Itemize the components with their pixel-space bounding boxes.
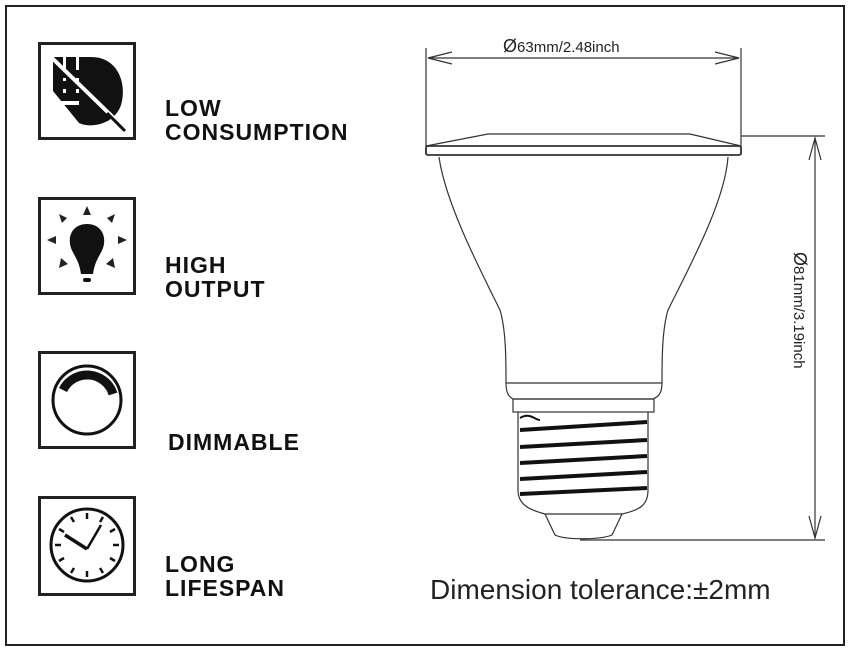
diagram-frame <box>5 5 845 646</box>
feature-low-consumption: LOW CONSUMPTION <box>165 96 349 144</box>
feature-label-line1: DIMMABLE <box>168 429 300 455</box>
thread-lines <box>519 420 648 496</box>
feature-label-line1: LONG <box>165 551 236 577</box>
dimmer-icon <box>38 351 136 449</box>
lightbulb-icon <box>38 197 136 295</box>
leaf-icon <box>38 42 136 140</box>
diameter-symbol: Ø <box>790 252 810 267</box>
feature-label-line1: LOW <box>165 95 222 121</box>
width-dimension-label: Ø63mm/2.48inch <box>503 36 620 57</box>
feature-label-line1: HIGH <box>165 252 227 278</box>
feature-long-lifespan: LONG LIFESPAN <box>165 552 285 600</box>
feature-label-line2: OUTPUT <box>165 276 266 302</box>
clock-icon <box>38 496 136 596</box>
height-value: 81mm/3.19inch <box>790 266 807 369</box>
width-value: 63mm/2.48inch <box>517 39 620 56</box>
feature-dimmable: DIMMABLE <box>168 430 300 454</box>
height-dimension-label: Ø81mm/3.19inch <box>789 252 810 369</box>
feature-label-line2: LIFESPAN <box>165 575 286 601</box>
diameter-symbol: Ø <box>503 36 518 56</box>
feature-label-line2: CONSUMPTION <box>165 119 349 145</box>
feature-high-output: HIGH OUTPUT <box>165 253 266 301</box>
dimension-tolerance: Dimension tolerance:±2mm <box>430 574 771 605</box>
